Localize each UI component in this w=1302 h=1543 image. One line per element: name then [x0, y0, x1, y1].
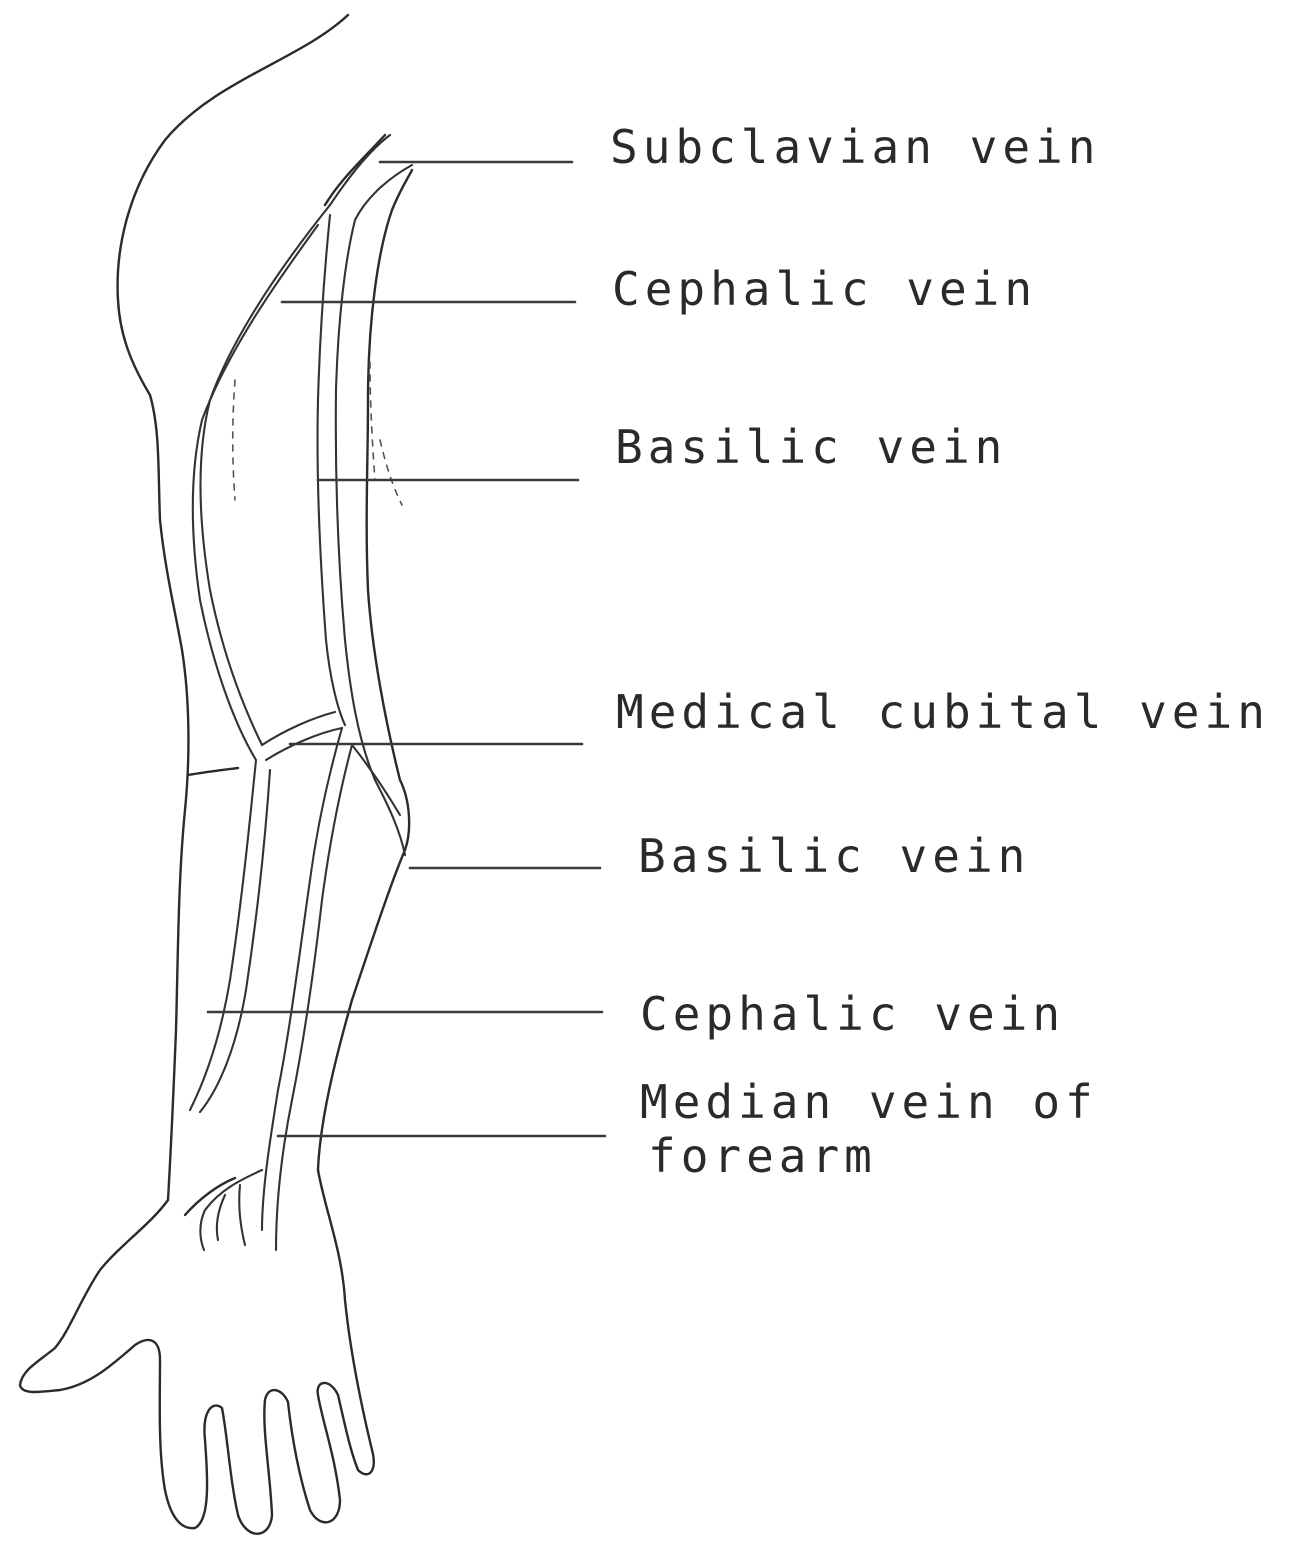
median-vein-forearm — [262, 728, 342, 1230]
cephalic-vein-upper — [201, 205, 330, 745]
leader-lines — [208, 162, 605, 1136]
label-cephalic-vein-lower: Cephalic vein — [640, 987, 1065, 1041]
label-subclavian-vein: Subclavian vein — [610, 120, 1100, 174]
label-median-vein-forearm-line1: Median vein of — [640, 1075, 1098, 1129]
label-basilic-vein-upper: Basilic vein — [615, 420, 1007, 474]
label-median-vein-forearm-line2: forearm — [648, 1129, 877, 1183]
cephalic-vein-forearm — [190, 760, 256, 1110]
label-basilic-vein-lower: Basilic vein — [638, 829, 1030, 883]
median-cubital-vein — [262, 712, 335, 745]
basilic-vein-upper — [336, 165, 412, 855]
label-cephalic-vein-upper: Cephalic vein — [612, 262, 1037, 316]
label-median-cubital-vein: Medical cubital vein — [616, 685, 1270, 739]
labels: Subclavian vein Cephalic vein Basilic ve… — [610, 120, 1270, 1183]
arm-outline — [20, 15, 412, 1534]
